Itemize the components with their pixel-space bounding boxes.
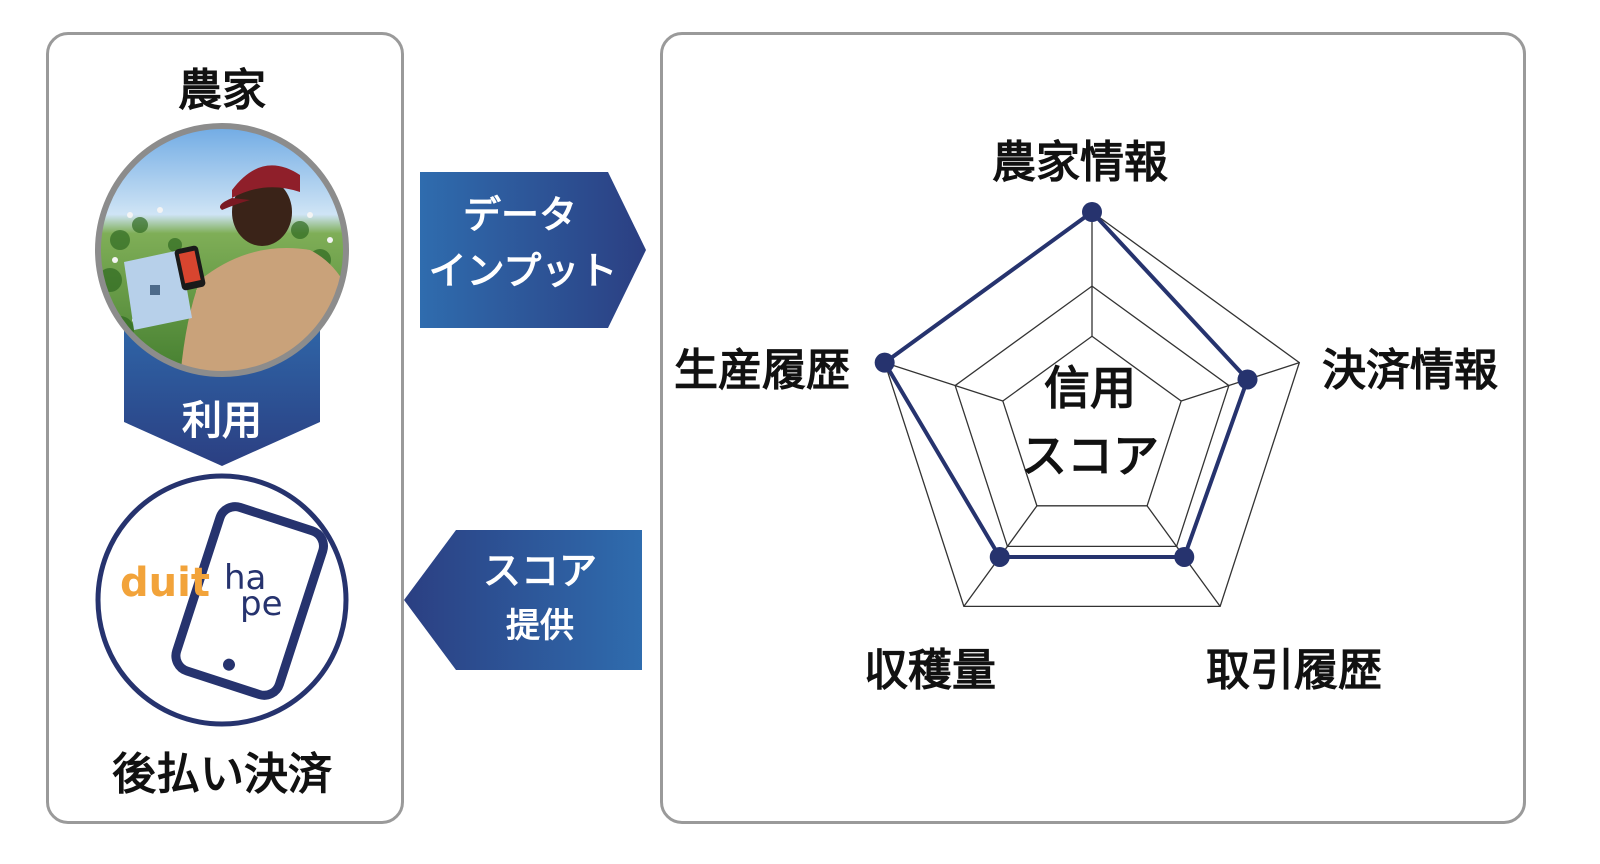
logo-pe: pe <box>240 584 283 624</box>
score-line2: 提供 <box>506 606 574 646</box>
credit-score-panel <box>660 32 1526 824</box>
radar-point-1 <box>1237 369 1258 390</box>
radar-ring-2 <box>1002 335 1182 507</box>
logo-ha: ha <box>224 558 267 598</box>
use-label: 利用 <box>182 398 262 444</box>
axis-label-farmer-info: 農家情報 <box>992 137 1168 188</box>
score-line1: スコア <box>482 549 597 593</box>
radar-point-3 <box>989 546 1010 567</box>
axis-label-production-history: 生産履歴 <box>674 345 850 396</box>
radar-point-2 <box>1174 546 1195 567</box>
radar-center-line2: スコア <box>1021 429 1159 483</box>
smartphone-icon <box>171 502 328 700</box>
data-input-line2: インプット <box>428 249 618 293</box>
axis-label-payment-info: 決済情報 <box>1322 345 1498 396</box>
farmer-title: 農家 <box>178 65 266 116</box>
radar-spoke-4 <box>884 362 1004 402</box>
logo-duit: duit <box>120 560 210 606</box>
data-input-line1: データ <box>462 193 577 237</box>
radar-data-series <box>882 210 1250 559</box>
radar-point-4 <box>874 352 895 373</box>
radar-point-0 <box>1082 202 1102 222</box>
radar-center-line1: 信用 <box>1044 361 1136 415</box>
axis-label-harvest: 収穫量 <box>864 645 996 696</box>
axis-label-transaction-history: 取引履歴 <box>1206 645 1382 696</box>
payment-label: 後払い決済 <box>112 749 332 800</box>
radar-ring-1 <box>954 285 1230 548</box>
